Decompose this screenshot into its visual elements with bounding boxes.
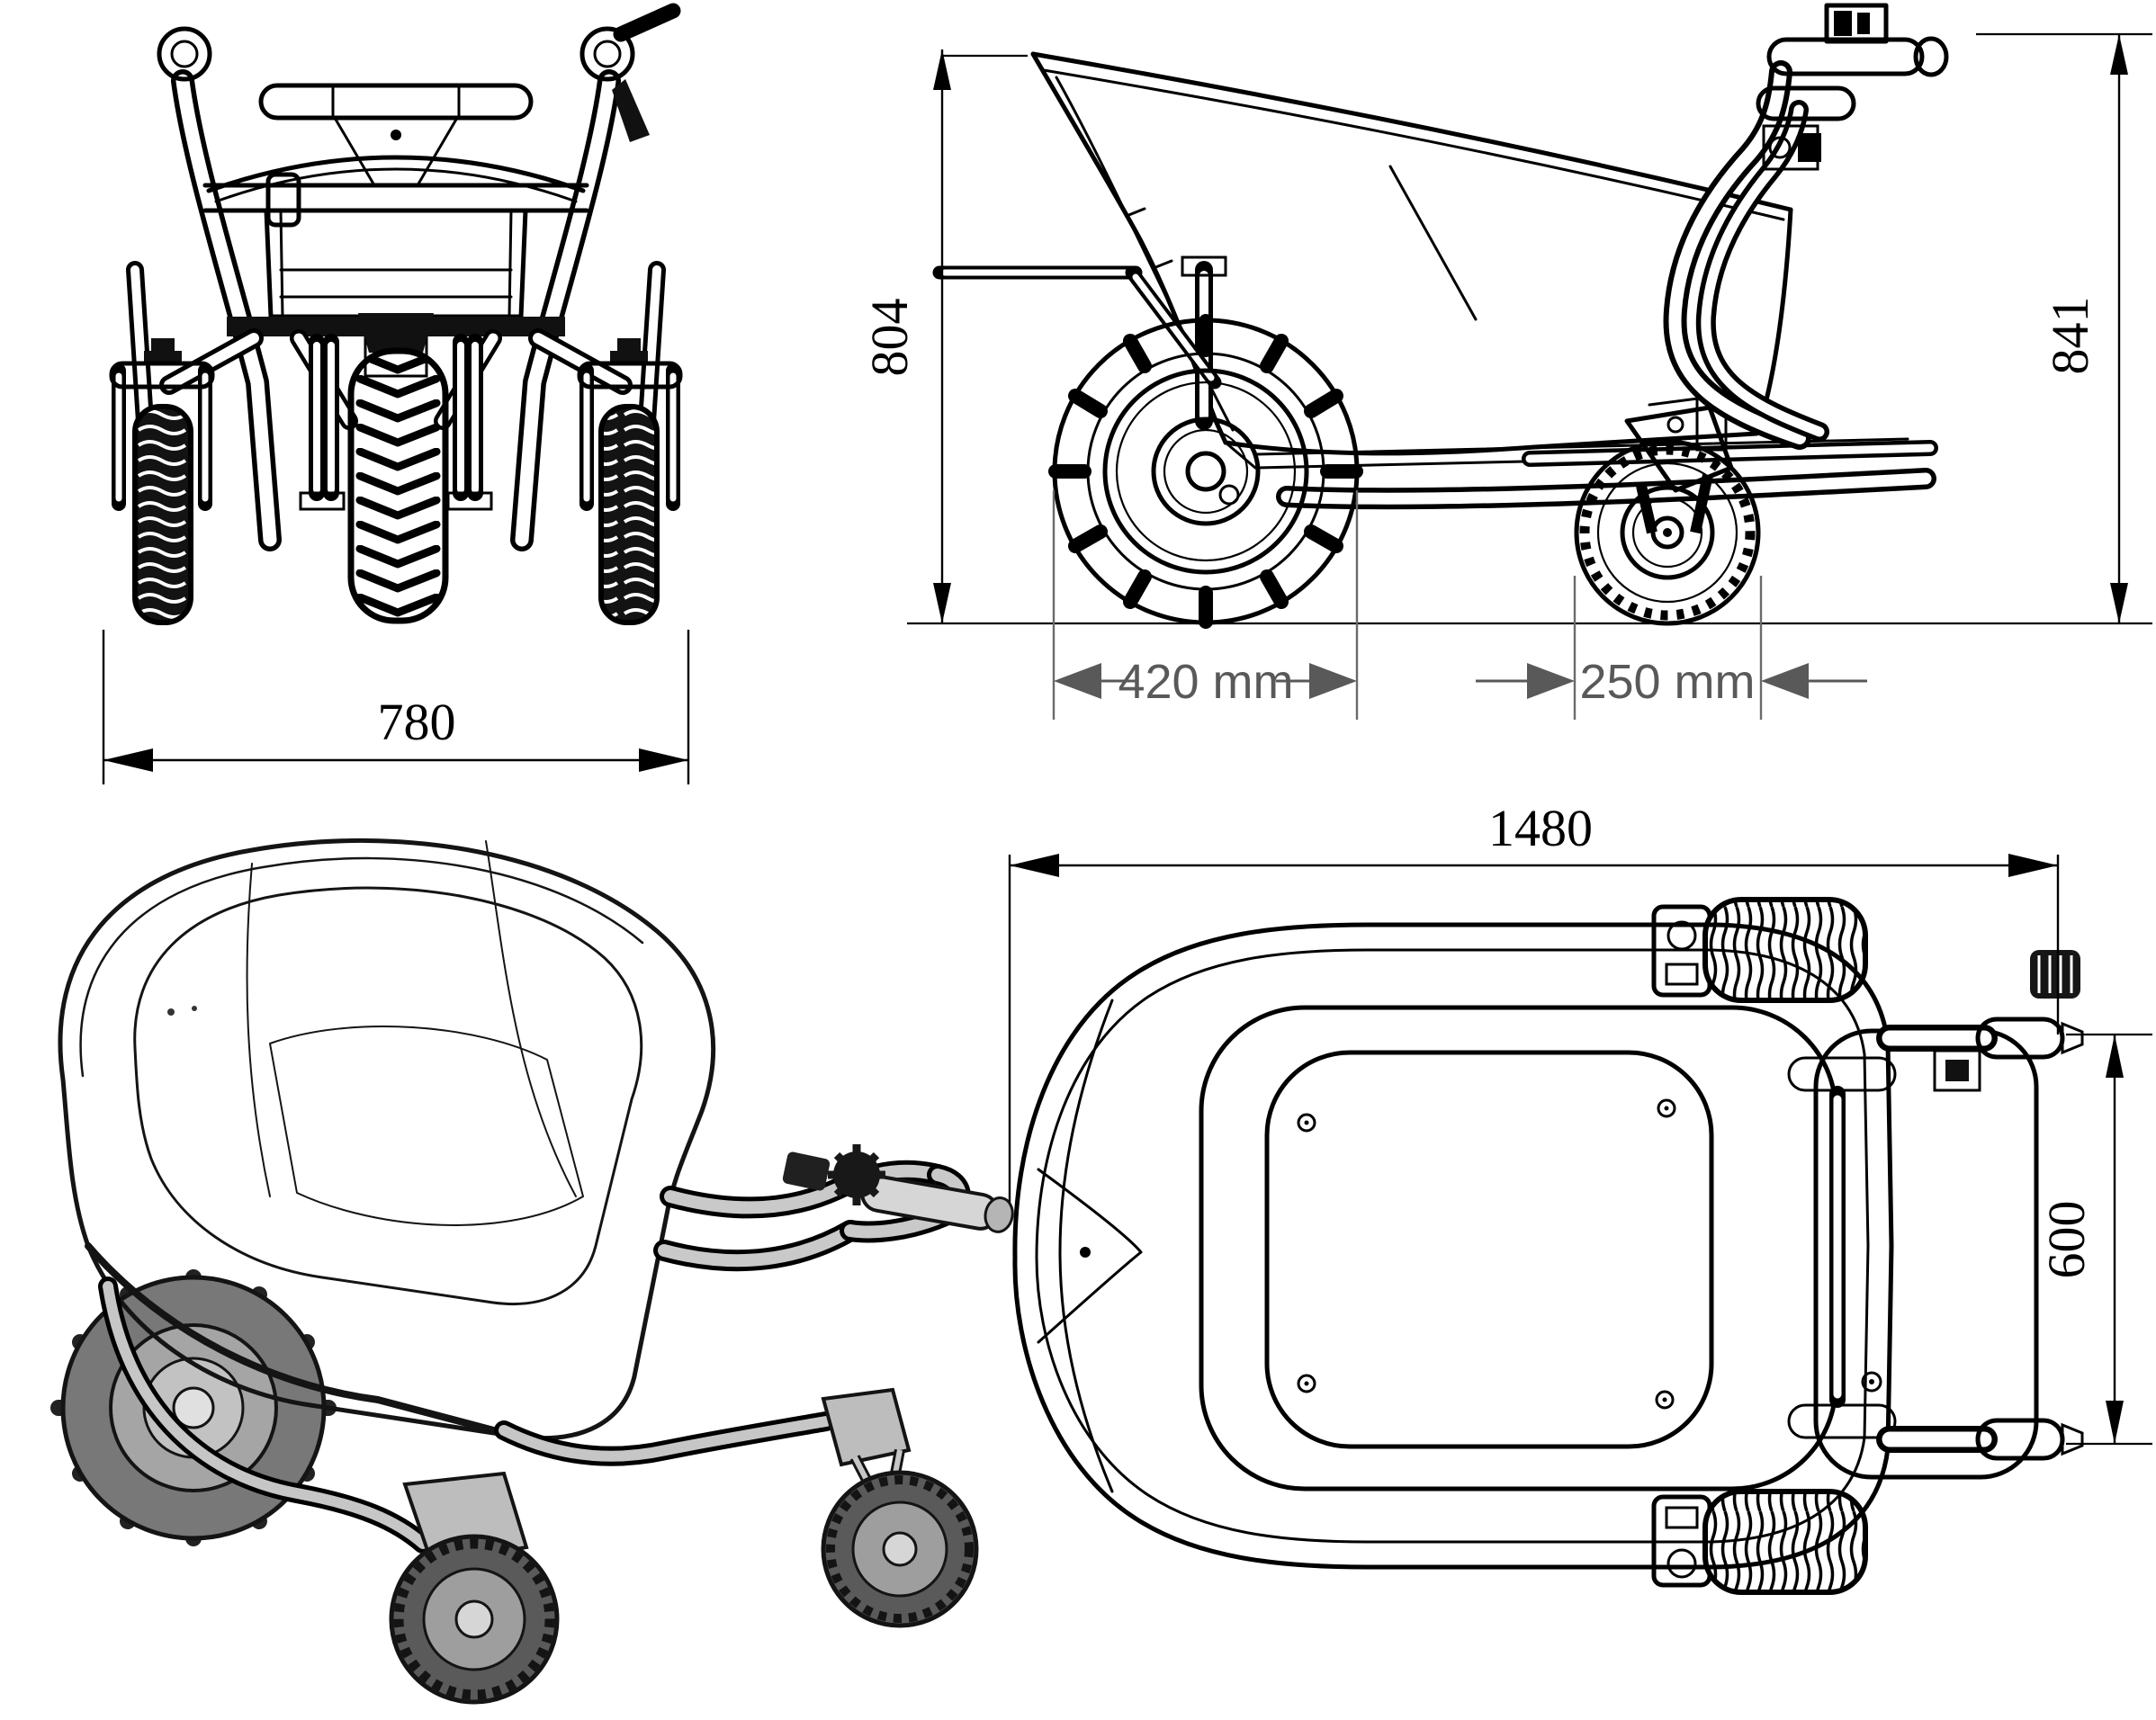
throttle-box [1824,3,1889,44]
dim-handle-width: 600 [2037,1033,2152,1446]
dim-bucket-height: 804 [860,49,1028,623]
floor-panel [1264,1050,1714,1449]
iso-control-box [782,1151,831,1191]
frame-legs [159,328,633,511]
floor-screws [1297,1098,1676,1410]
iso-front-caster [389,1471,560,1705]
top-view-bucket [1012,922,1894,1570]
bucket-crossbar [258,83,534,121]
hand-grip [1766,37,1925,76]
right-caster [577,338,683,625]
iso-handle-grip [782,1144,1014,1233]
bucket-rim [206,155,586,203]
lever-bracket [612,79,650,142]
dim-handle-height: 841 [1976,32,2152,623]
dim-label-780: 780 [378,693,456,751]
bottom-handlebar [1876,1418,2084,1461]
drain-dot [391,130,401,140]
iso-tub [58,838,716,1441]
handlebar-side [1663,3,1949,450]
isometric-view [50,838,1014,1705]
throttle-knob [2030,950,2080,999]
front-view: 780 [102,3,690,784]
bucket-lower-body [264,208,528,319]
dim-label-1480: 1480 [1488,799,1593,857]
right-hand-grip-with-lever [579,3,681,142]
support-bar [202,172,589,228]
dim-label-420mm: 420 mm [1118,655,1293,709]
brake-lever [613,3,681,42]
dim-drive-wheel: 420 mm [1052,490,1359,720]
drive-wheel-front-view [347,347,449,624]
left-hand-grip [157,26,212,82]
side-view: 804 841 420 mm 250 mm [860,3,2152,720]
dim-label-841: 841 [2041,297,2099,375]
gearbox [358,313,434,353]
iso-right-caster [821,1387,979,1628]
top-handlebar [1876,950,2084,1092]
caster-wheel-side [1574,394,1761,626]
secondary-bar [1756,85,1856,121]
drive-wheel-side [1048,314,1363,629]
dim-label-600: 600 [2037,1201,2096,1279]
top-view: 1480 600 [1008,799,2152,1595]
bucket-slope-lines [333,116,459,187]
dim-overall-length: 1480 [1008,799,2060,1225]
dim-caster-wheel: 250 mm [1476,576,1867,720]
left-caster [109,338,215,625]
handle-posts [126,69,666,551]
dim-overall-width: 780 [102,630,690,784]
dim-label-250mm: 250 mm [1579,655,1755,709]
dim-label-804: 804 [860,299,919,377]
top-view-frame [1787,1028,2039,1480]
